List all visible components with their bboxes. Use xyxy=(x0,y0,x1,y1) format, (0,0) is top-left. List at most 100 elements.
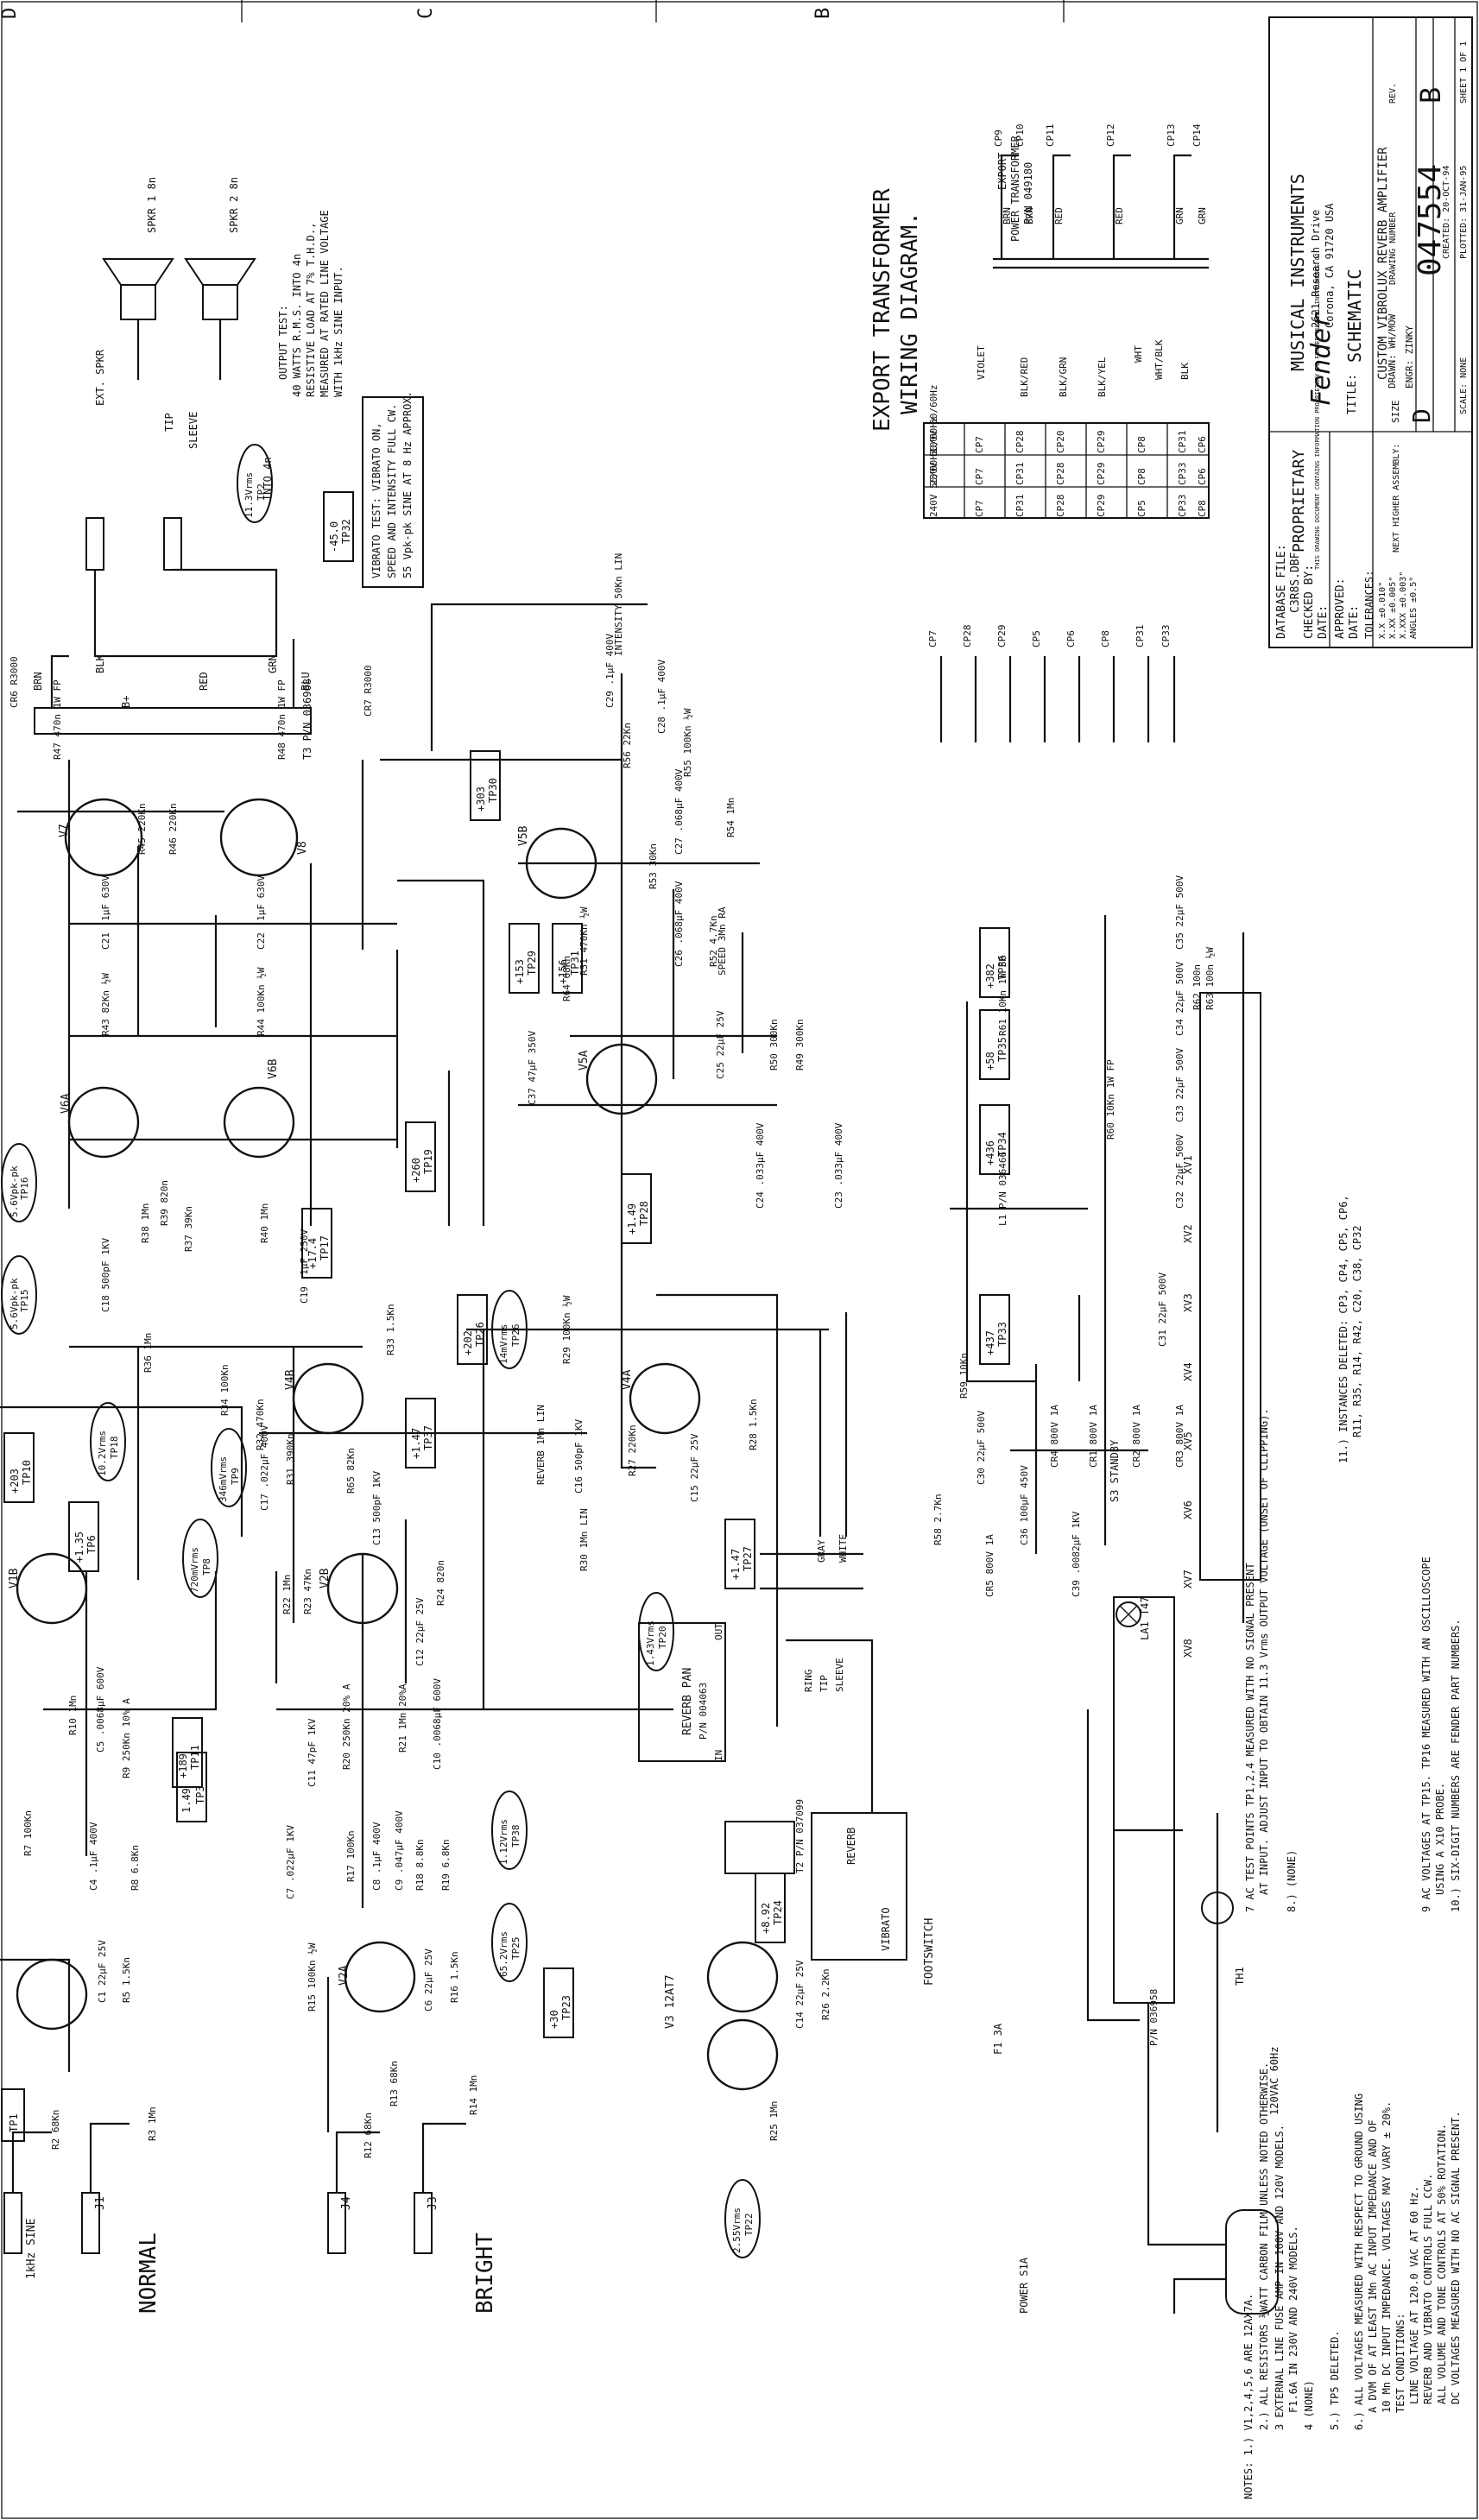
svg-text:C6 22µF 25V: C6 22µF 25V xyxy=(423,1948,434,2012)
svg-text:C7 .022µF 1KV: C7 .022µF 1KV xyxy=(285,1825,296,1899)
fender-logo: Fender xyxy=(1306,313,1337,406)
svg-text:R13 68Kn: R13 68Kn xyxy=(389,2061,400,2106)
svg-text:+303: +303 xyxy=(475,786,487,812)
reverb-pan: REVERB PAN P/N 004063 IN OUT xyxy=(638,1622,726,1762)
svg-text:RED: RED xyxy=(198,672,210,691)
svg-text:+260: +260 xyxy=(410,1158,422,1183)
svg-text:TP20: TP20 xyxy=(657,1626,668,1650)
svg-text:FOOTSWITCH: FOOTSWITCH xyxy=(923,1918,936,1986)
svg-text:R65 82Kn: R65 82Kn xyxy=(345,1448,357,1494)
svg-text:R36 1Mn: R36 1Mn xyxy=(142,1333,154,1373)
svg-text:BLK: BLK xyxy=(94,654,106,673)
reverb-transformer: T2 P/N 037099 xyxy=(724,1799,806,1874)
svg-text:TP3: TP3 xyxy=(194,1785,206,1804)
svg-text:-45.0: -45.0 xyxy=(328,521,340,553)
svg-text:2.55Vrms: 2.55Vrms xyxy=(731,2207,743,2253)
note-6: 5.) TP5 DELETED. xyxy=(1329,2330,1341,2430)
svg-text:THIS DRAWING DOCUMENT CONTAINS: THIS DRAWING DOCUMENT CONTAINS INFORMATI… xyxy=(1314,249,1321,570)
svg-text:BLK/RED: BLK/RED xyxy=(1019,357,1030,397)
note-11: LINE VOLTAGE AT 120.0 VAC AT 60 Hz. xyxy=(1408,2186,1420,2404)
zone-letter-d: D xyxy=(0,8,21,19)
tube-v6a: V6A xyxy=(60,1086,140,1159)
export-power-transformer: CP9 CP10 CP11 CP12 CP13 CP14 VIOLET BLK/… xyxy=(976,123,1209,397)
svg-text:R16 1.5Kn: R16 1.5Kn xyxy=(449,1951,460,2003)
svg-text:C28 .1µF 400V: C28 .1µF 400V xyxy=(656,660,667,734)
title-block: DATABASE FILE: C3R8S.DBF CHECKED BY: DAT… xyxy=(1268,16,1473,648)
svg-text:CP29: CP29 xyxy=(996,625,1008,648)
svg-text:T2 P/N 037099: T2 P/N 037099 xyxy=(794,1799,806,1873)
svg-text:+30: +30 xyxy=(548,2010,560,2029)
svg-text:R20 250Kn 20% A: R20 250Kn 20% A xyxy=(341,1683,352,1770)
svg-text:2621 Research Drive: 2621 Research Drive xyxy=(1310,210,1322,328)
svg-text:LA1 T47: LA1 T47 xyxy=(1139,1596,1151,1640)
svg-text:R37 39Kn: R37 39Kn xyxy=(183,1206,194,1252)
pilot-lamp-icon xyxy=(1116,1601,1141,1627)
svg-text:CP7: CP7 xyxy=(927,630,939,647)
export-wiring-diagram: EXPORT TRANSFORMER WIRING DIAGRAM. EXPOR… xyxy=(869,135,1034,432)
svg-text:R34 100Kn: R34 100Kn xyxy=(219,1364,231,1416)
svg-text:R60 10Kn 1W FP: R60 10Kn 1W FP xyxy=(1105,1059,1116,1140)
svg-text:TOLERANCES:: TOLERANCES: xyxy=(1363,571,1375,639)
note-8: A DVM OF AT LEAST 1Mn AC INPUT IMPEDANCE… xyxy=(1367,2119,1379,2413)
drawing-title: SCHEMATIC xyxy=(1344,269,1365,363)
svg-text:TP10: TP10 xyxy=(21,1460,33,1485)
svg-text:CP8: CP8 xyxy=(1136,468,1147,485)
svg-text:C30 22µF 500V: C30 22µF 500V xyxy=(976,1411,987,1485)
svg-text:TP16: TP16 xyxy=(19,1178,30,1201)
normal-channel-label: NORMAL xyxy=(136,2233,161,2314)
svg-text:CP31: CP31 xyxy=(1135,625,1146,648)
svg-text:J1: J1 xyxy=(94,2196,107,2210)
svg-text:5.6Vpk-pk: 5.6Vpk-pk xyxy=(9,1165,20,1217)
svg-text:V8: V8 xyxy=(296,841,309,855)
svg-text:RESISTIVE LOAD AT 7% T.H.D.,: RESISTIVE LOAD AT 7% T.H.D., xyxy=(305,223,317,397)
svg-text:TP27: TP27 xyxy=(742,1546,754,1571)
svg-text:+17.4: +17.4 xyxy=(307,1238,319,1269)
svg-text:TP37: TP37 xyxy=(422,1425,434,1450)
svg-text:CP6: CP6 xyxy=(1197,436,1208,453)
svg-text:C18 500pF 1KV: C18 500pF 1KV xyxy=(100,1238,111,1312)
note-12: REVERB AND VIBRATO CONTROLS FULL CCW. xyxy=(1422,2174,1434,2404)
input-jack-j4: J4 xyxy=(327,2131,380,2254)
svg-text:WHT: WHT xyxy=(1133,345,1144,363)
svg-text:XV4: XV4 xyxy=(1182,1362,1194,1381)
input-jack-j1: J1 xyxy=(81,2122,130,2254)
svg-text:CP33: CP33 xyxy=(1177,463,1188,486)
svg-text:DATE:: DATE: xyxy=(1348,605,1361,639)
power-plug-icon xyxy=(1147,2132,1279,2315)
svg-text:R3 1Mn: R3 1Mn xyxy=(147,2106,158,2141)
svg-text:1.43Vrms: 1.43Vrms xyxy=(645,1620,656,1666)
svg-text:C21 .1µF 630V: C21 .1µF 630V xyxy=(100,875,111,950)
tube-v2a: V2A xyxy=(338,1941,416,2013)
svg-text:CP29: CP29 xyxy=(1096,431,1107,454)
svg-text:CR7 R3000: CR7 R3000 xyxy=(363,665,374,717)
svg-text:EXT. SPKR: EXT. SPKR xyxy=(94,349,106,406)
svg-text:C24 .033µF 400V: C24 .033µF 400V xyxy=(755,1122,766,1209)
svg-text:P/N 036958: P/N 036958 xyxy=(1148,1989,1160,2046)
svg-text:CP33: CP33 xyxy=(1177,495,1188,518)
svg-text:XV6: XV6 xyxy=(1182,1500,1194,1519)
svg-text:CP7: CP7 xyxy=(974,500,985,517)
svg-text:CP33: CP33 xyxy=(1160,625,1172,648)
svg-text:BLK: BLK xyxy=(1179,363,1191,380)
svg-text:R46 220Kn: R46 220Kn xyxy=(167,803,179,855)
svg-text:40 WATTS R.M.S. INTO 4n: 40 WATTS R.M.S. INTO 4n xyxy=(291,254,303,397)
svg-text:CHECKED BY:: CHECKED BY: xyxy=(1303,565,1316,639)
thermistor-icon xyxy=(1201,1892,1234,1924)
svg-text:TITLE:: TITLE: xyxy=(1346,374,1359,414)
svg-text:C11 47pF 1KV: C11 47pF 1KV xyxy=(307,1718,318,1787)
svg-text:X.X ±0.010": X.X ±0.010" xyxy=(1378,582,1387,639)
svg-text:R18 8.8Kn: R18 8.8Kn xyxy=(414,1839,426,1891)
svg-text:TP29: TP29 xyxy=(526,951,538,976)
svg-text:OUT: OUT xyxy=(713,1623,724,1640)
company-name: MUSICAL INSTRUMENTS xyxy=(1287,174,1308,371)
svg-text:WHT/BLK: WHT/BLK xyxy=(1153,339,1165,380)
svg-text:TP26: TP26 xyxy=(510,1324,521,1348)
